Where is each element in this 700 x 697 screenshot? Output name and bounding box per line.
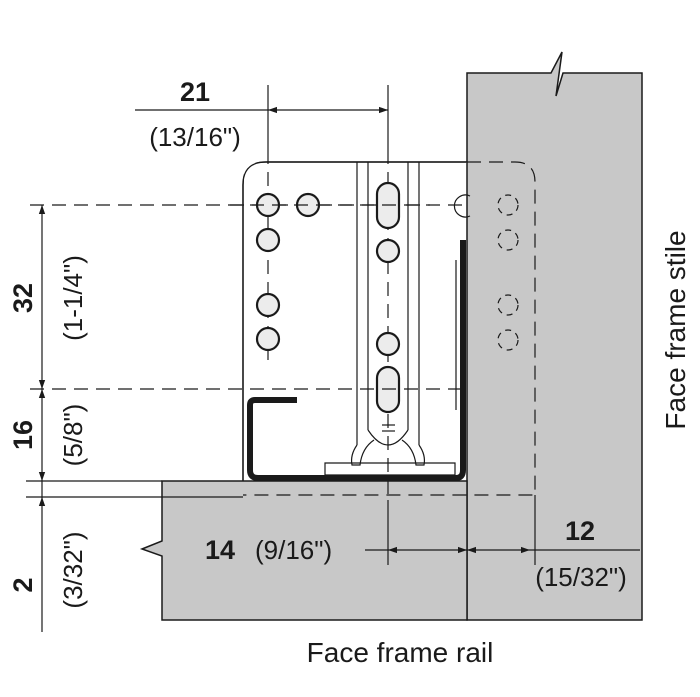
- dim-bottom-right-inch: (15/32"): [535, 562, 627, 592]
- hidden-bracket-outline: [243, 161, 536, 496]
- hidden-holes: [497, 194, 519, 351]
- dim-left-middle-inch: (5/8"): [58, 404, 88, 467]
- dim-bottom-left-inch: (9/16"): [255, 535, 332, 565]
- dim-left-middle-mm: 16: [8, 420, 38, 450]
- dim-left-lower-inch: (3/32"): [58, 531, 88, 608]
- mounting-holes: [255, 181, 471, 414]
- face-frame-rail: [139, 480, 468, 621]
- dim-bottom-left-mm: 14: [205, 535, 235, 565]
- slide-rails: [324, 162, 456, 476]
- dim-bottom-right-mm: 12: [565, 516, 595, 546]
- dim-left-upper-inch: (1-1/4"): [58, 255, 88, 341]
- label-face-frame-rail: Face frame rail: [307, 637, 494, 668]
- dim-top-inch: (13/16"): [149, 122, 241, 152]
- face-frame-stile: [466, 51, 643, 621]
- dimension-left: 32 (1-1/4") 16 (5/8") 2 (3/32"): [8, 204, 470, 632]
- dimension-top: 21 (13/16"): [135, 77, 389, 152]
- dimension-bottom: 14 (9/16") 12 (15/32"): [205, 495, 640, 592]
- dim-left-lower-mm: 2: [8, 577, 38, 592]
- dim-top-mm: 21: [180, 77, 210, 107]
- dim-left-upper-mm: 32: [8, 283, 38, 313]
- drawer-profile: [247, 240, 466, 481]
- label-face-frame-stile: Face frame stile: [660, 230, 691, 429]
